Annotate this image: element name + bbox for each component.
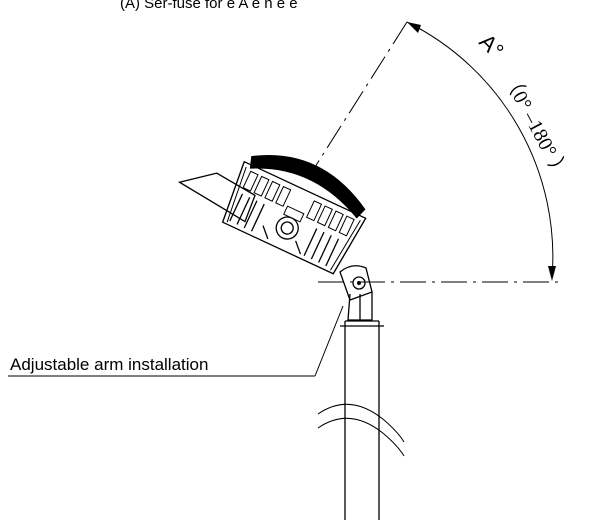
pole-break-mark-upper [317,403,405,443]
clipped-header-text: (A) Ser-fuse for e A e n e e [120,0,298,12]
callout-label: Adjustable arm installation [10,355,208,374]
floodlight-head [177,155,367,275]
callout-leader-line [314,305,344,377]
angle-label: A° [474,29,508,63]
cooling-fins [222,161,367,275]
arc-arrow-end-icon [548,266,556,281]
aiming-axis-line [307,21,408,179]
arm-bracket [339,265,373,301]
knob-inner [280,221,294,235]
angle-range-label: （0° –180° ） [499,70,574,183]
pole-break-mark-lower [317,417,405,457]
floodlight-cap [249,155,366,219]
knob-bracket [283,205,305,223]
adjustable-arm [339,265,373,321]
floodlight-lens [177,172,256,223]
arc-arrow-start-icon [407,22,421,33]
arm-pivot-icon [352,276,366,290]
knob-outer [275,216,299,240]
pole [317,320,405,520]
angle-arc [406,21,554,279]
